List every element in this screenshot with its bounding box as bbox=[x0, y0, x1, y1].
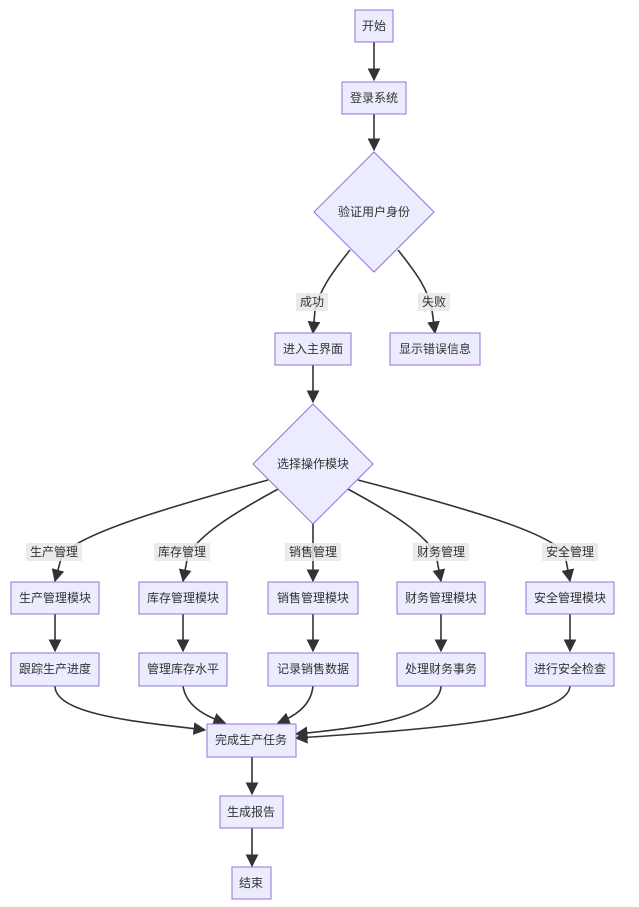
edge-verify-main bbox=[307, 249, 351, 335]
node-start: 开始 bbox=[354, 9, 394, 43]
node-prod-module: 生产管理模块 bbox=[10, 581, 100, 615]
svg-text:生产管理模块: 生产管理模块 bbox=[19, 590, 91, 605]
svg-text:完成生产任务: 完成生产任务 bbox=[215, 732, 287, 747]
edge-check-complete bbox=[294, 685, 571, 744]
svg-text:财务管理模块: 财务管理模块 bbox=[405, 590, 477, 605]
svg-text:库存管理模块: 库存管理模块 bbox=[147, 590, 219, 605]
edge-label-fail: 失败 bbox=[422, 294, 446, 309]
node-login: 登录系统 bbox=[341, 81, 407, 115]
svg-text:显示错误信息: 显示错误信息 bbox=[399, 341, 471, 356]
edge-label-success: 成功 bbox=[300, 295, 324, 309]
node-sales-record: 记录销售数据 bbox=[267, 652, 359, 687]
svg-text:结束: 结束 bbox=[239, 876, 263, 890]
svg-text:安全管理模块: 安全管理模块 bbox=[534, 590, 606, 605]
edge-labels: 成功 失败 生产管理 库存管理 销售管理 财务管理 安全管理 bbox=[26, 293, 598, 561]
svg-text:记录销售数据: 记录销售数据 bbox=[277, 661, 349, 676]
node-fin-handle: 处理财务事务 bbox=[396, 652, 486, 687]
node-error: 显示错误信息 bbox=[389, 332, 481, 366]
svg-text:跟踪生产进度: 跟踪生产进度 bbox=[19, 661, 91, 676]
node-sales-module: 销售管理模块 bbox=[267, 581, 359, 615]
edge-manage-complete bbox=[182, 685, 227, 726]
node-select: 选择操作模块 bbox=[252, 403, 374, 525]
node-fin-module: 财务管理模块 bbox=[396, 581, 486, 615]
svg-text:进入主界面: 进入主界面 bbox=[283, 342, 343, 356]
node-report: 生成报告 bbox=[219, 795, 284, 829]
node-sec-check: 进行安全检查 bbox=[525, 652, 615, 687]
node-end: 结束 bbox=[231, 866, 272, 900]
node-main: 进入主界面 bbox=[274, 332, 352, 366]
node-complete: 完成生产任务 bbox=[206, 723, 297, 758]
svg-text:登录系统: 登录系统 bbox=[350, 90, 398, 105]
nodes: 开始 登录系统 验证用户身份 进入主界面 显示错误信息 选择操作模块 生产管理模… bbox=[10, 9, 615, 900]
svg-text:验证用户身份: 验证用户身份 bbox=[338, 204, 410, 219]
svg-text:处理财务事务: 处理财务事务 bbox=[405, 661, 477, 676]
edge-handle-complete bbox=[294, 685, 442, 740]
edge-label-prod: 生产管理 bbox=[30, 544, 78, 559]
edge-select-prod bbox=[51, 479, 269, 583]
edge-track-complete bbox=[54, 685, 207, 735]
node-prod-track: 跟踪生产进度 bbox=[10, 652, 100, 687]
edge-label-sales: 销售管理 bbox=[289, 544, 337, 559]
svg-text:管理库存水平: 管理库存水平 bbox=[147, 661, 219, 676]
edge-record-complete bbox=[276, 685, 314, 725]
node-inv-module: 库存管理模块 bbox=[138, 581, 228, 615]
edge-select-inv bbox=[178, 487, 281, 583]
edge-label-sec: 安全管理 bbox=[546, 544, 594, 559]
svg-text:选择操作模块: 选择操作模块 bbox=[277, 456, 349, 471]
svg-text:开始: 开始 bbox=[362, 19, 386, 33]
node-inv-manage: 管理库存水平 bbox=[138, 652, 228, 687]
edge-select-sec bbox=[357, 479, 575, 583]
svg-text:生成报告: 生成报告 bbox=[227, 804, 275, 819]
node-sec-module: 安全管理模块 bbox=[525, 581, 615, 615]
svg-text:销售管理模块: 销售管理模块 bbox=[277, 590, 349, 605]
edge-label-inv: 库存管理 bbox=[158, 544, 206, 559]
svg-text:进行安全检查: 进行安全检查 bbox=[534, 661, 606, 676]
edge-verify-error bbox=[397, 249, 440, 335]
node-verify: 验证用户身份 bbox=[313, 151, 435, 273]
edge-label-fin: 财务管理 bbox=[417, 544, 465, 559]
edge-select-fin bbox=[345, 487, 446, 583]
